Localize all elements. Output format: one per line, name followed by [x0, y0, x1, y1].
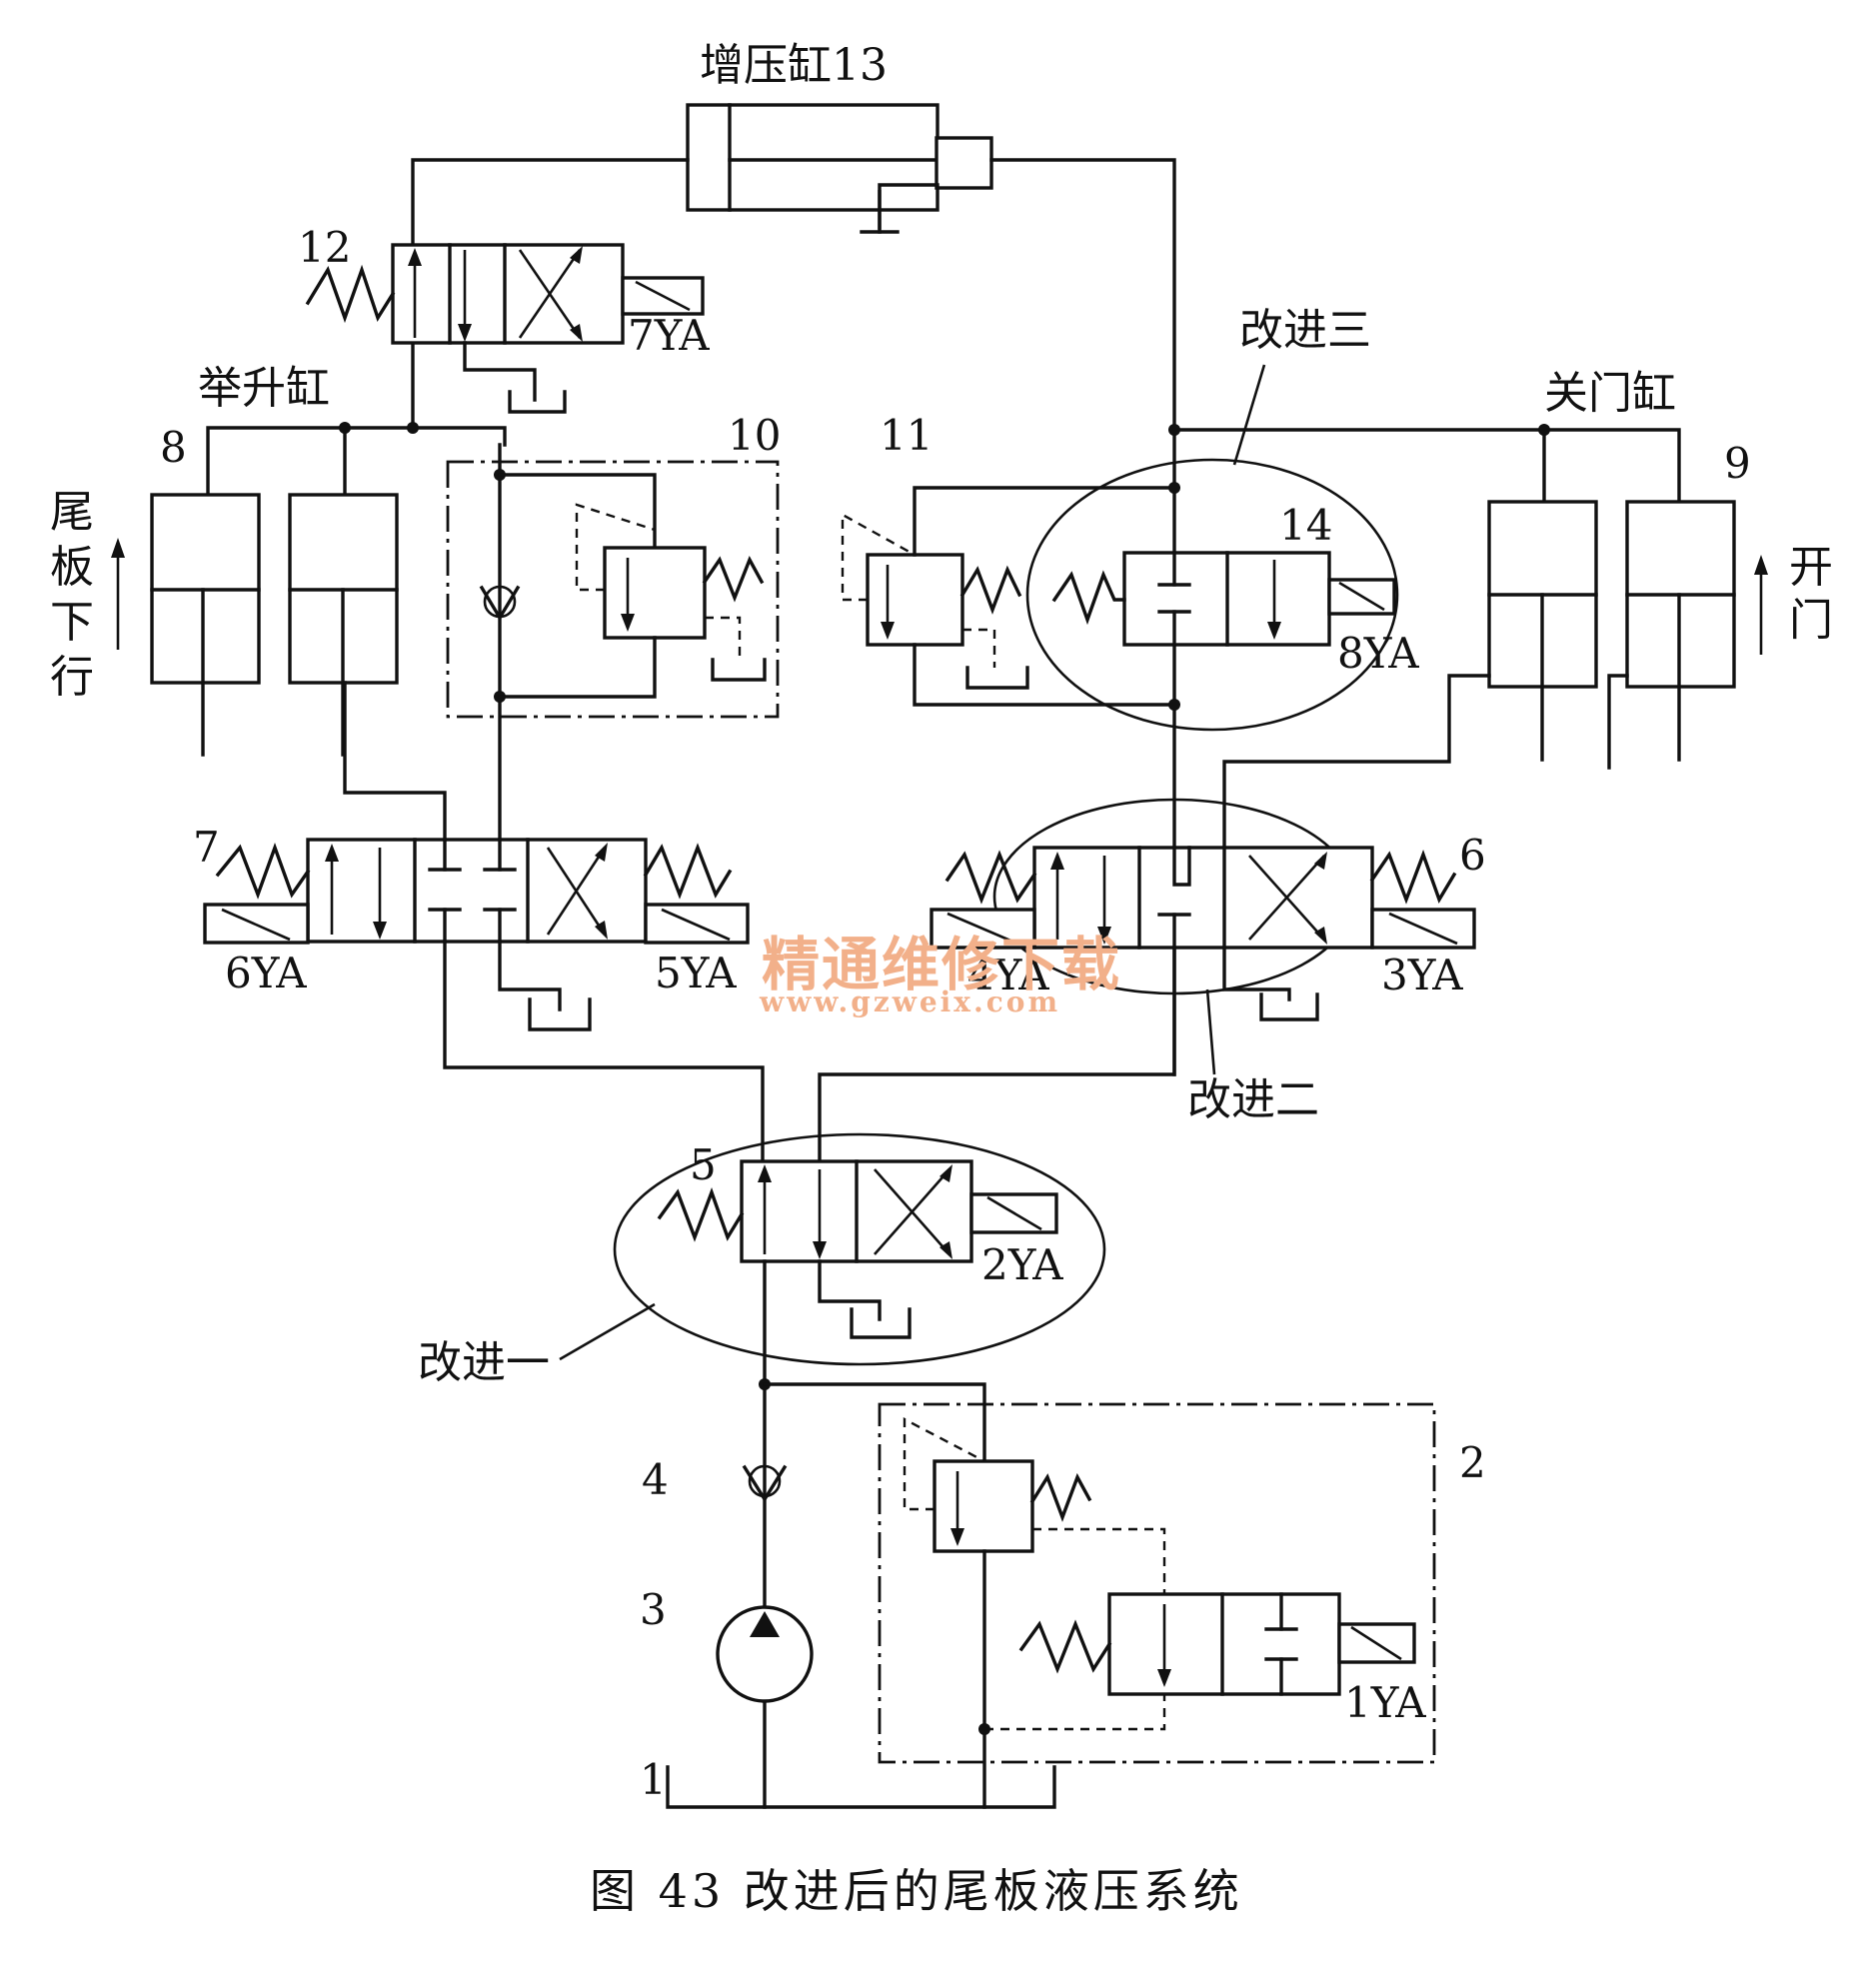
relief-valve-group-2: [878, 1402, 1436, 1809]
valve-10-block: [446, 443, 780, 842]
valve-10-number: 10: [728, 411, 781, 460]
improve1-ellipse: [613, 1132, 1106, 1366]
door-cylinder-number: 9: [1724, 439, 1751, 488]
coil-6ya: 6YA: [225, 949, 307, 997]
pump-3: [716, 1605, 814, 1703]
improve3-ellipse: [1025, 458, 1399, 732]
coil-5ya: 5YA: [655, 949, 737, 997]
coil-7ya: 7YA: [628, 311, 710, 360]
valve-5-number: 5: [690, 1140, 717, 1189]
watermark-cn: 精通维修下载: [762, 931, 1121, 998]
door-cylinder-left: [1487, 500, 1598, 762]
valve-6: [818, 846, 1476, 1181]
tank-1-number: 1: [640, 1755, 667, 1804]
booster-cylinder-13: [686, 103, 993, 234]
valve-11-number: 11: [880, 411, 933, 460]
tail-down-label: 尾 板 下 行: [50, 487, 94, 703]
svg-text:行: 行: [50, 652, 94, 703]
valve-11: [841, 482, 1180, 711]
arrow-up-icon: [111, 538, 125, 650]
relief-group-2-number: 2: [1459, 1438, 1486, 1487]
door-cylinder-right: [1625, 500, 1736, 762]
lift-cylinder-number: 8: [160, 423, 187, 472]
improve3-label: 改进三: [1239, 305, 1371, 356]
valve-14: [1051, 551, 1396, 647]
pump-3-number: 3: [640, 1585, 667, 1634]
door-cylinder-label: 关门缸: [1544, 368, 1676, 419]
lift-cylinder-left: [150, 493, 261, 757]
improve2-label: 改进二: [1187, 1074, 1319, 1125]
svg-text:下: 下: [50, 597, 94, 648]
valve-12: [305, 243, 705, 414]
door-open-label: 开 门: [1789, 542, 1833, 646]
check-valve-4: [742, 1464, 788, 1503]
coil-4ya: 4YA: [967, 951, 1049, 999]
valve-12-number: 12: [298, 223, 351, 272]
improve1-label: 改进一: [418, 1337, 550, 1388]
watermark-url: www.gzweix.com: [759, 985, 1060, 1018]
coil-3ya: 3YA: [1381, 951, 1463, 999]
svg-text:门: 门: [1789, 595, 1833, 646]
coil-1ya: 1YA: [1344, 1678, 1426, 1727]
tank-1: [666, 1765, 1056, 1809]
check-valve-4-number: 4: [642, 1455, 669, 1504]
valve-14-number: 14: [1279, 501, 1332, 550]
valve-5: [657, 1159, 1058, 1339]
svg-text:尾: 尾: [50, 487, 94, 538]
figure-caption: 图 43 改进后的尾板液压系统: [590, 1864, 1243, 1918]
svg-text:板: 板: [50, 542, 94, 593]
lift-cylinder-label: 举升缸: [198, 363, 330, 414]
arrow-up-icon: [1754, 555, 1768, 655]
booster-cylinder-label: 增压缸13: [700, 40, 888, 91]
valve-7-number: 7: [193, 823, 220, 872]
coil-2ya: 2YA: [981, 1240, 1063, 1289]
valve-6-number: 6: [1459, 831, 1486, 880]
svg-text:开: 开: [1789, 542, 1833, 593]
valve-7: [203, 681, 765, 1181]
coil-8ya: 8YA: [1337, 629, 1419, 678]
